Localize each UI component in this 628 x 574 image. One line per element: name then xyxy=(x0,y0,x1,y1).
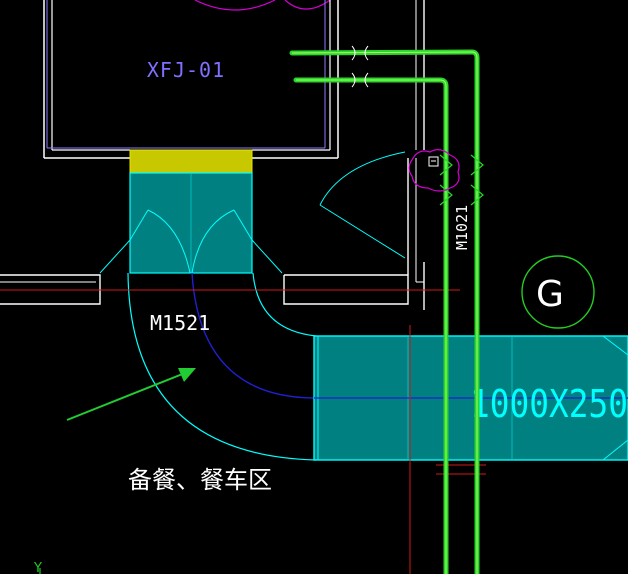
tag-marker-icon xyxy=(428,156,439,167)
axis-indicator-label: Y xyxy=(33,561,42,574)
door-swing-right xyxy=(319,151,406,259)
vertical-duct-section[interactable] xyxy=(99,172,283,274)
pipe-fitting-icon xyxy=(439,154,484,206)
green-pipe-highlights xyxy=(291,51,478,574)
wall-segments xyxy=(0,0,425,310)
pipe-valve-icon xyxy=(351,45,369,88)
door-tag-left: M1521 xyxy=(150,311,210,335)
annotation-arrow xyxy=(66,368,196,421)
door-tag-right: M1021 xyxy=(453,205,471,250)
horizontal-duct-1000x250[interactable]: 1000X250 xyxy=(313,335,628,461)
duct-elbow[interactable] xyxy=(127,272,317,461)
duct-flange xyxy=(129,149,253,174)
grid-axis-label: G xyxy=(536,274,564,315)
duct-size-label: 1000X250 xyxy=(470,382,628,426)
grid-axis-bubble[interactable]: G xyxy=(521,255,595,329)
equipment-room-xfj01[interactable]: XFJ-01 xyxy=(43,0,339,159)
ucs-axis-indicator: Y xyxy=(33,561,42,574)
area-name-label: 备餐、餐车区 xyxy=(128,466,272,494)
top-magenta-arcs xyxy=(194,0,331,11)
revision-cloud xyxy=(408,149,460,192)
equipment-tag-label: XFJ-01 xyxy=(147,58,225,82)
